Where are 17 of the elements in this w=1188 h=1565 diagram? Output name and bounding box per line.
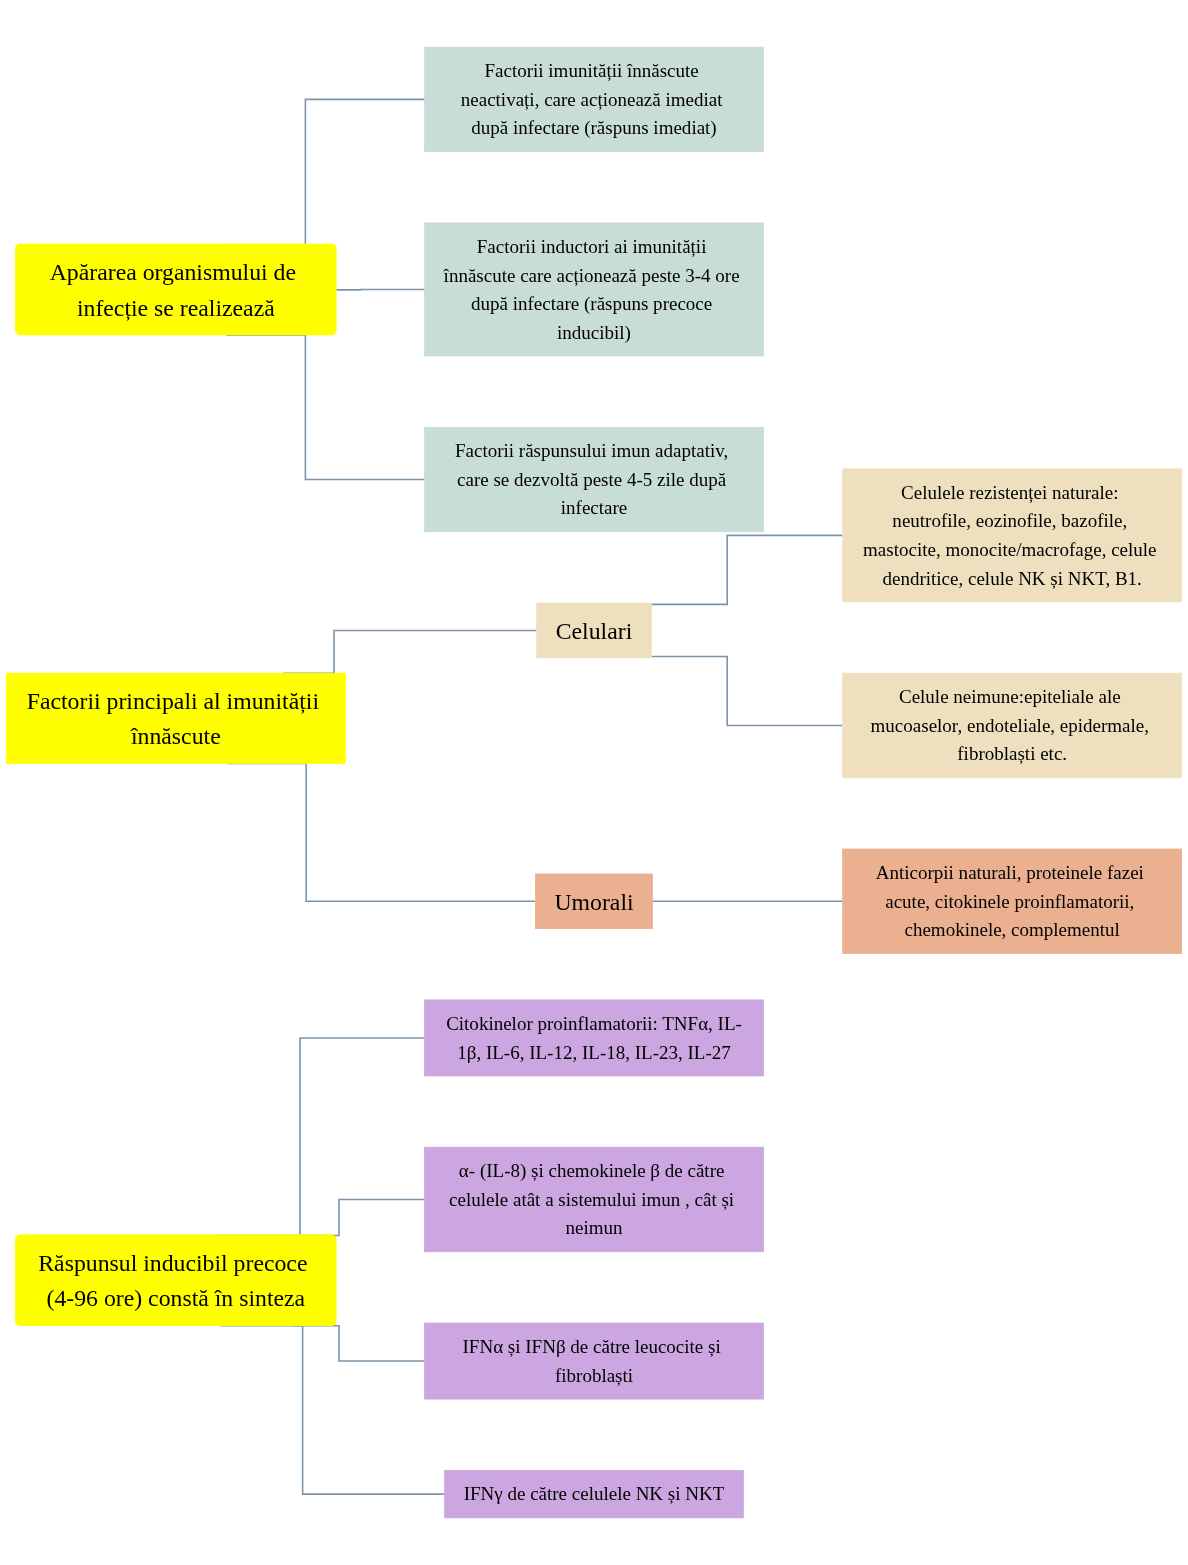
connector xyxy=(650,655,844,727)
node-box: Celulari xyxy=(536,602,652,659)
node-box: IFNγ de către celulele NK și NKT xyxy=(444,1469,744,1519)
connector xyxy=(651,900,844,903)
node-box: Factorii imunității înnăscute neactivați, care acționează imediat după infectare (răspuns imediat) xyxy=(424,46,764,153)
connector xyxy=(335,288,426,291)
node-box: IFNα și IFNβ de către leucocite și fibroblaști xyxy=(424,1322,764,1400)
node-box: Anticorpii naturali, proteinele fazei acute, citokinele proinflamatorii, chemokinele, complementul xyxy=(842,848,1183,954)
node-box: Umorali xyxy=(535,873,653,929)
node-box: Citokinelor proinflamatorii: TNFα, IL-1β, IL-6, IL-12, IL-18, IL-23, IL-27 xyxy=(424,999,764,1077)
node-box: Factorii principali al imunității înnăscute xyxy=(5,672,346,764)
node-box: Celulele rezistenței naturale: neutrofile, eozinofile, bazofile, mastocite, monocite/macrofage, celule dendritice, celule NK și NKT, B1. xyxy=(842,468,1183,603)
node-box: α- (IL-8) și chemokinele β de către celulele atât a sistemului imun , cât și neimun xyxy=(424,1146,764,1253)
connector xyxy=(650,534,844,606)
node-box: Factorii răspunsului imun adaptativ, care se dezvoltă peste 4-5 zile după infectare xyxy=(424,426,764,533)
node-box: Factorii inductori ai imunității înnăscute care acționează peste 3-4 ore după infectare (răspuns precoce inducibil) xyxy=(424,222,764,357)
node-box: Celule neimune:epiteliale ale mucoaselor, endoteliale, epidermale, fibroblaști etc. xyxy=(842,672,1183,779)
